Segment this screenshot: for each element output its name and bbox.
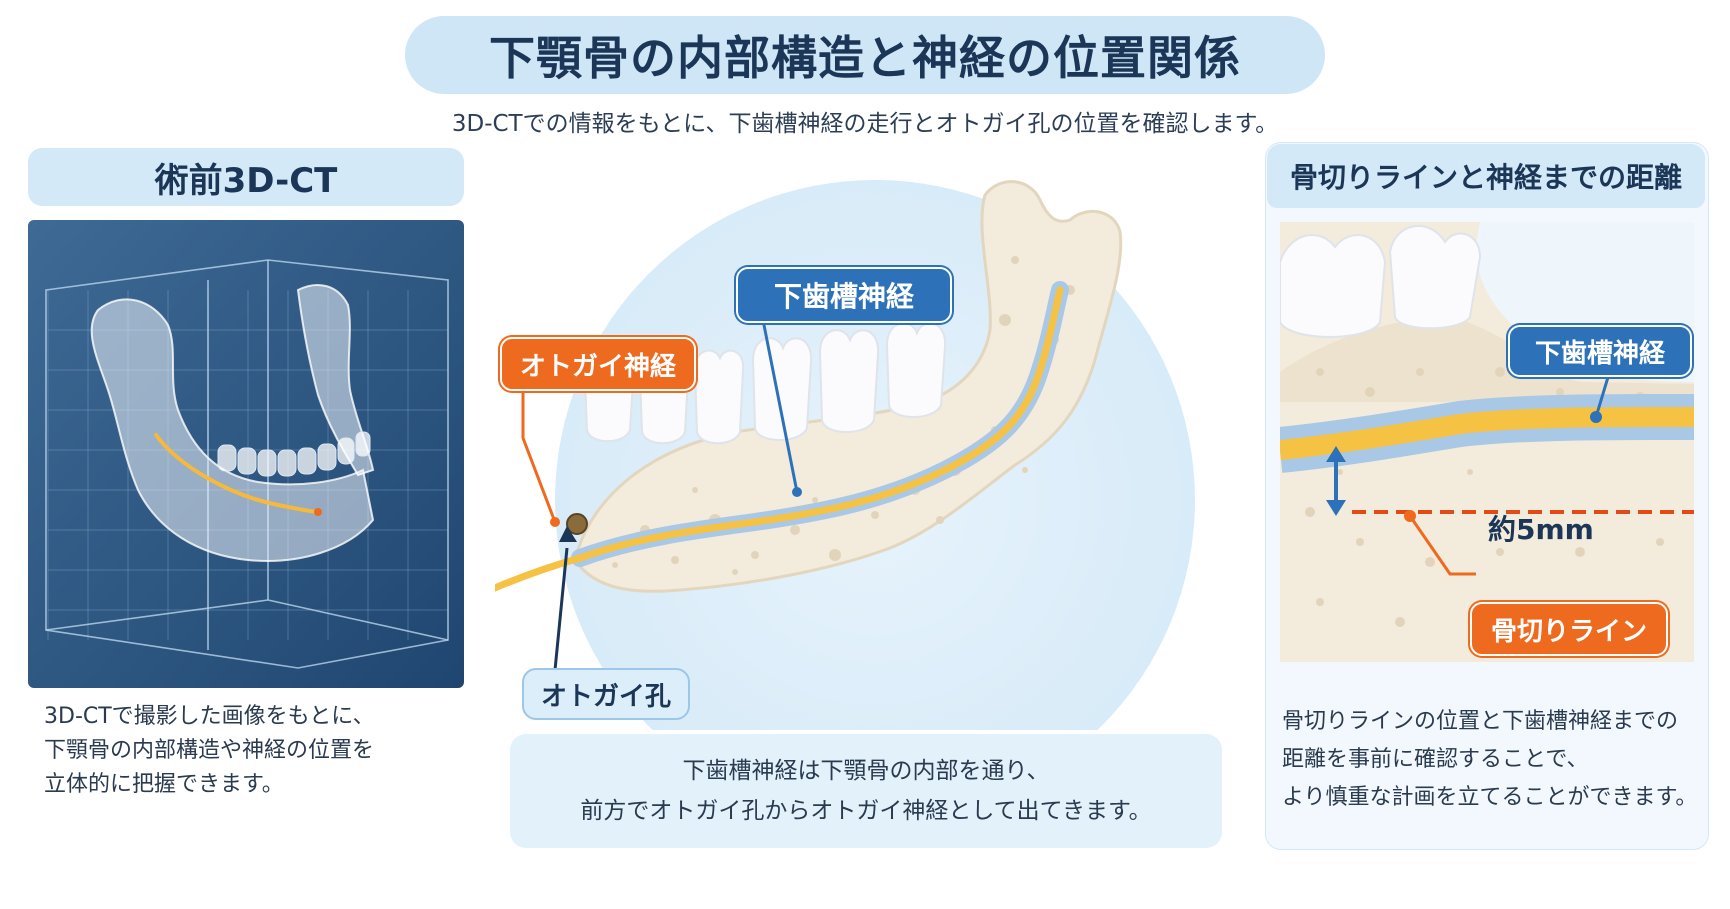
- mental-foramen-label: オトガイ孔: [522, 668, 690, 720]
- alveolar-nerve-label-right: 下歯槽神経: [1508, 325, 1692, 377]
- ct-section-header: 術前3D-CT: [28, 148, 464, 206]
- ct-section-title: 術前3D-CT: [154, 160, 338, 201]
- distance-description-line: 骨切りラインの位置と下歯槽神経までの: [1282, 709, 1679, 734]
- cut-line-label: 骨切りライン: [1470, 602, 1668, 656]
- mandible-illustration: [495, 180, 1195, 730]
- center-description: 下歯槽神経は下顎骨の内部を通り、 前方でオトガイ孔からオトガイ神経として出てきま…: [510, 734, 1222, 848]
- distance-description-line: より慎重な計画を立てることができます。: [1282, 785, 1698, 810]
- ct-description-line: 立体的に把握できます。: [44, 772, 284, 797]
- distance-description: 骨切りラインの位置と下歯槽神経までの 距離を事前に確認することで、 より慎重な計…: [1282, 703, 1702, 817]
- title-banner: 下顎骨の内部構造と神経の位置関係: [405, 16, 1325, 94]
- center-description-line: 下歯槽神経は下顎骨の内部を通り、: [682, 758, 1050, 784]
- distance-description-line: 距離を事前に確認することで、: [1282, 747, 1589, 772]
- mental-nerve-label: オトガイ神経: [500, 337, 696, 391]
- center-description-line: 前方でオトガイ孔からオトガイ神経として出てきます。: [580, 798, 1152, 824]
- alveolar-nerve-label: 下歯槽神経: [736, 267, 952, 323]
- page-subtitle: 3D-CTでの情報をもとに、下歯槽神経の走行とオトガイ孔の位置を確認します。: [451, 111, 1279, 137]
- page-title: 下顎骨の内部構造と神経の位置関係: [489, 31, 1241, 85]
- ct-description-line: 3D-CTで撮影した画像をもとに、: [44, 704, 375, 729]
- ct-description: 3D-CTで撮影した画像をもとに、 下顎骨の内部構造や神経の位置を 立体的に把握…: [44, 700, 464, 802]
- distance-section-title: 骨切りラインと神経までの距離: [1289, 161, 1682, 194]
- ct-scan-illustration: [28, 220, 464, 688]
- distance-label: 約5mm: [1488, 513, 1594, 546]
- distance-section-header: 骨切りラインと神経までの距離: [1267, 144, 1705, 208]
- nerve-distance-illustration: [1280, 222, 1694, 662]
- ct-description-line: 下顎骨の内部構造や神経の位置を: [44, 738, 375, 763]
